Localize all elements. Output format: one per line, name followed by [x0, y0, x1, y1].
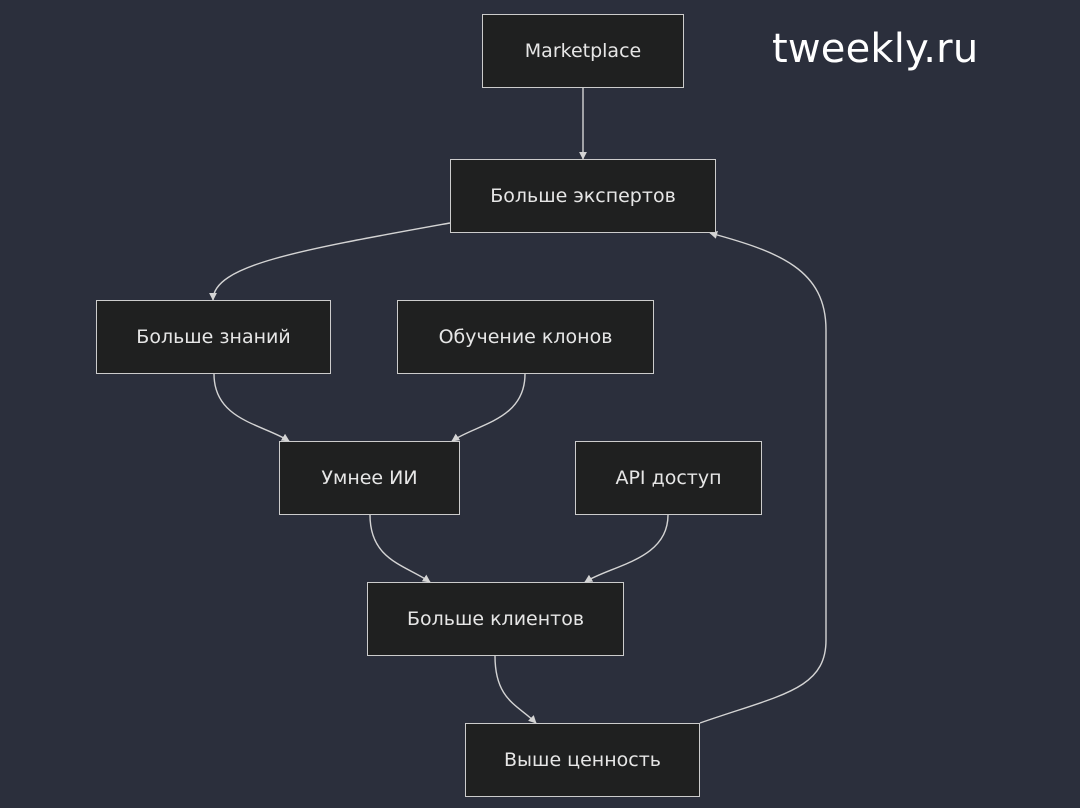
- edge-smarter-to-clients: [369, 514, 431, 583]
- edge-clients-to-value: [494, 655, 537, 724]
- node-more-knowledge: Больше знаний: [96, 300, 331, 374]
- node-marketplace-label: Marketplace: [524, 40, 642, 62]
- node-higher-value-label: Выше ценность: [504, 749, 661, 771]
- node-api-access: API доступ: [575, 441, 762, 515]
- edge-knowledge-to-smarter: [213, 373, 290, 442]
- node-more-clients-label: Больше клиентов: [406, 608, 585, 630]
- edge-experts-to-knowledge: [209, 222, 451, 301]
- edge-training-to-smarter: [451, 373, 526, 442]
- node-clone-training-label: Обучение клонов: [438, 326, 613, 348]
- node-smarter-ai-label: Умнее ИИ: [321, 467, 418, 489]
- edge-api-to-clients: [584, 514, 669, 583]
- node-api-access-label: API доступ: [615, 467, 722, 489]
- node-higher-value: Выше ценность: [465, 723, 700, 797]
- node-marketplace: Marketplace: [482, 14, 684, 88]
- node-more-experts-label: Больше экспертов: [490, 185, 676, 207]
- node-more-experts: Больше экспертов: [450, 159, 716, 233]
- watermark-logo: tweekly.ru: [772, 26, 979, 72]
- node-more-clients: Больше клиентов: [367, 582, 624, 656]
- node-clone-training: Обучение клонов: [397, 300, 654, 374]
- node-smarter-ai: Умнее ИИ: [279, 441, 460, 515]
- edge-value-to-experts: [699, 231, 827, 724]
- node-more-knowledge-label: Больше знаний: [136, 326, 291, 348]
